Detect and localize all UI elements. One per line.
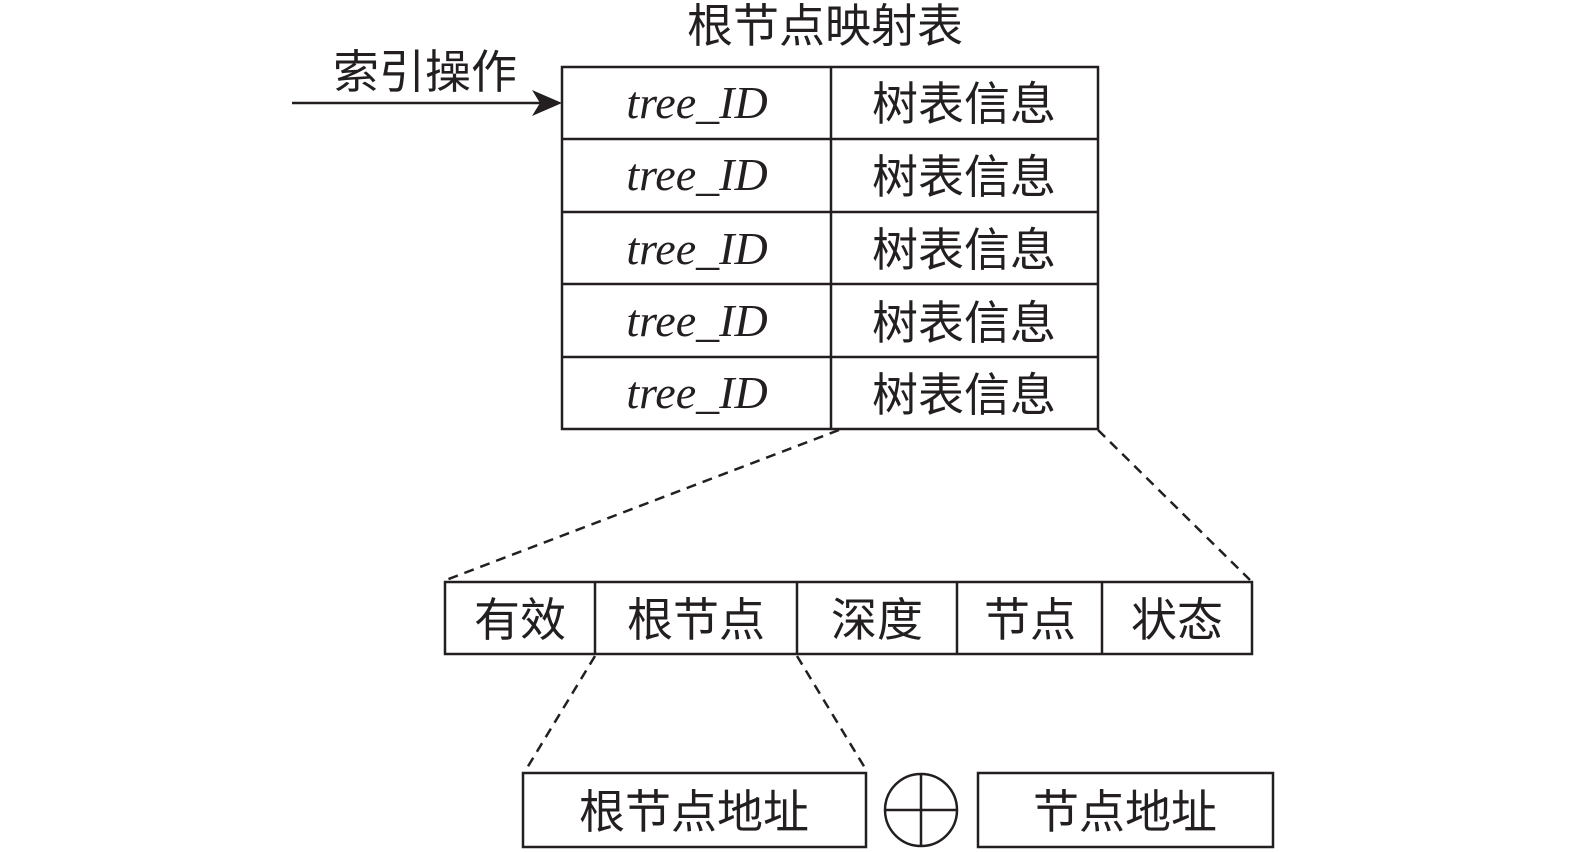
table-row-info: 树表信息 <box>872 77 1056 131</box>
table-row-info: 树表信息 <box>872 368 1056 422</box>
table-row-info: 树表信息 <box>872 296 1056 350</box>
index-operation-label: 索引操作 <box>333 45 517 99</box>
table-row-info: 树表信息 <box>872 150 1056 204</box>
table-row-info: 树表信息 <box>872 223 1056 277</box>
field-depth: 深度 <box>831 593 923 647</box>
table-row-id: tree_ID <box>626 367 767 418</box>
field-valid: 有效 <box>474 593 566 647</box>
expansion-line-right <box>1097 429 1251 581</box>
table-row-id: tree_ID <box>626 149 767 200</box>
table-row-id: tree_ID <box>626 295 767 346</box>
mapping-table: tree_ID 树表信息 tree_ID 树表信息 tree_ID 树表信息 t… <box>560 65 1100 431</box>
expansion-line-left <box>445 428 840 582</box>
node-address-label: 节点地址 <box>1033 785 1217 839</box>
field-node: 节点 <box>984 593 1076 647</box>
address-composition: 根节点地址 节点地址 <box>521 771 1275 849</box>
root-expansion-line-right <box>795 655 867 769</box>
node-address-box <box>976 771 1275 849</box>
root-node-address-box <box>521 771 868 849</box>
field-status: 状态 <box>1131 593 1223 647</box>
xor-circle-icon <box>883 772 959 848</box>
diagram-title: 根节点映射表 <box>687 0 963 53</box>
tree-info-fields-border <box>443 580 1254 656</box>
index-arrow-head <box>532 90 562 116</box>
root-node-address-label: 根节点地址 <box>579 785 809 839</box>
field-root-node: 根节点 <box>627 593 765 647</box>
tree-info-fields: 有效 根节点 深度 节点 状态 <box>443 580 1254 656</box>
table-row-id: tree_ID <box>626 77 767 128</box>
table-row-id: tree_ID <box>626 223 767 274</box>
root-expansion-line-left <box>525 655 597 769</box>
